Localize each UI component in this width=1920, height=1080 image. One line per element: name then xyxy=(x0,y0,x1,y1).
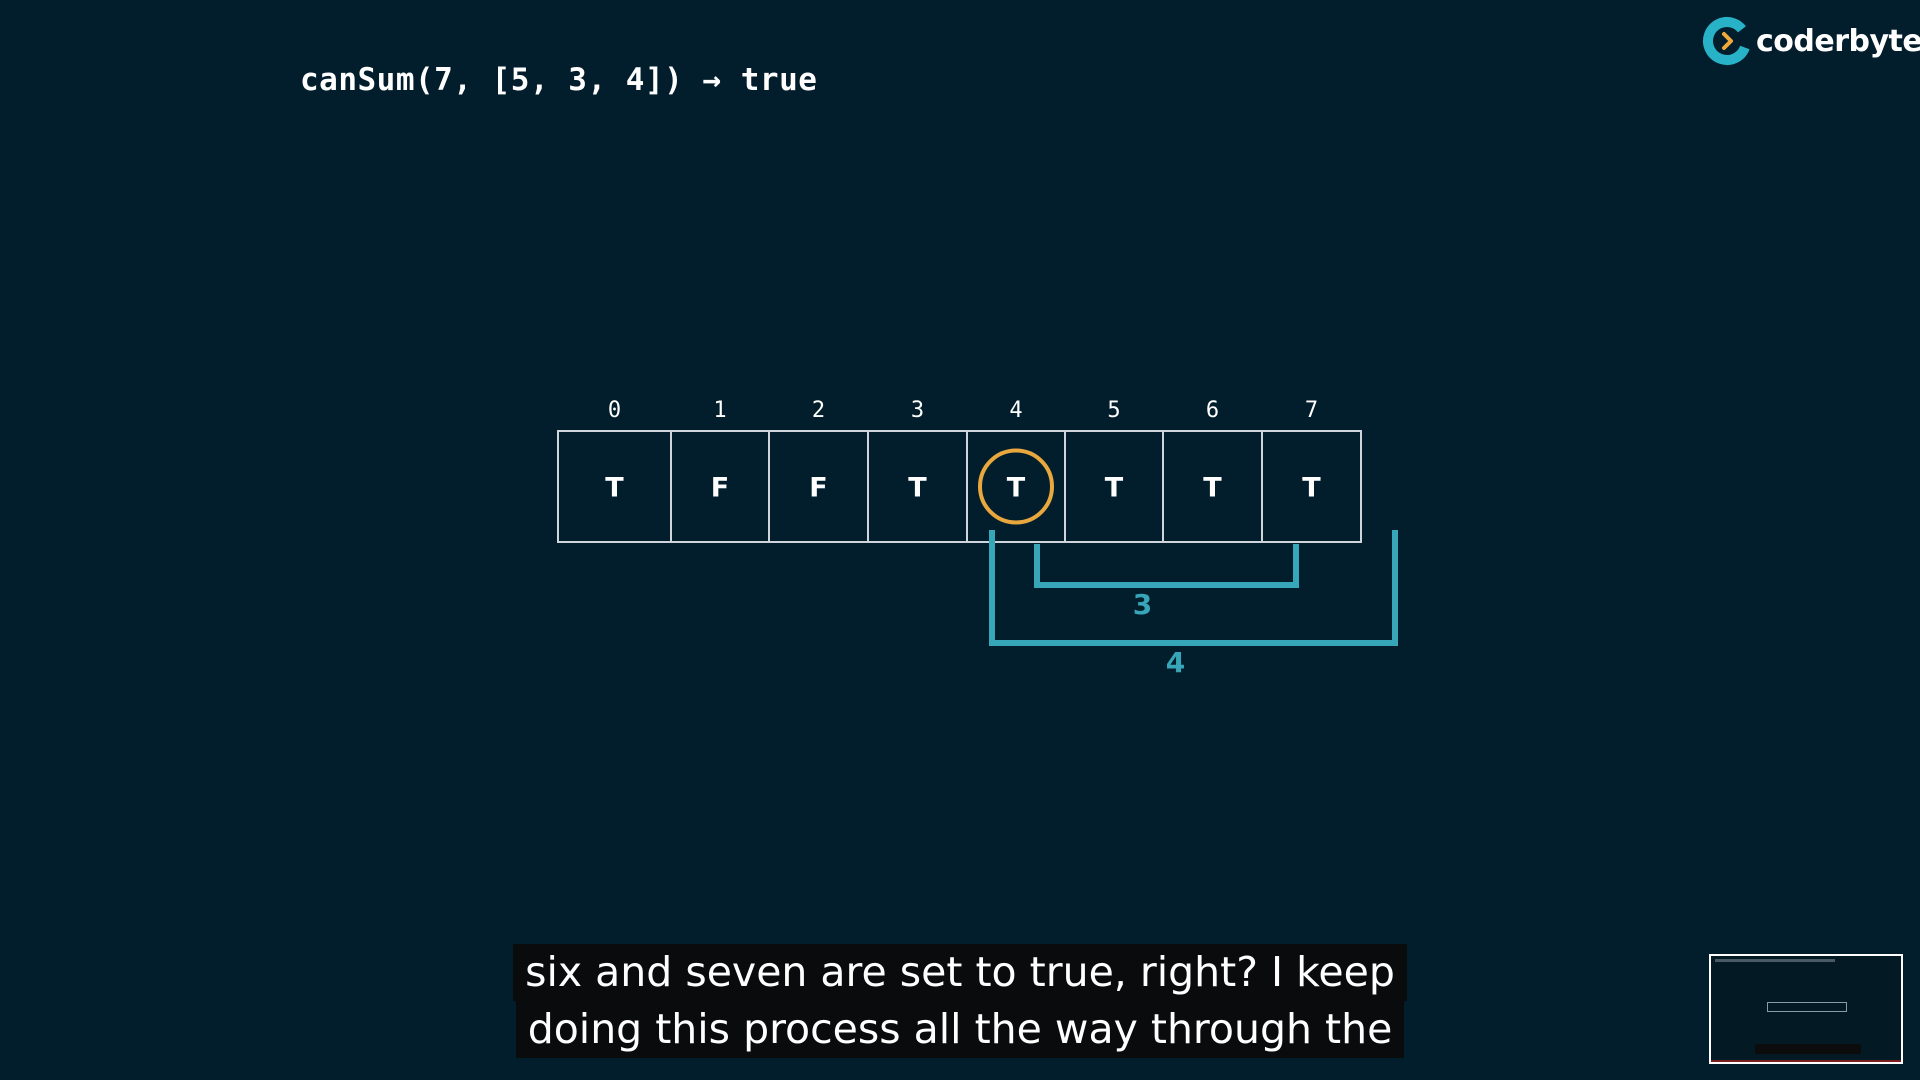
highlight-circle xyxy=(978,448,1054,525)
index-label: 7 xyxy=(1305,398,1318,423)
subtitle-line-2: doing this process all the way through t… xyxy=(515,1001,1405,1058)
range-brackets: 34 xyxy=(989,530,1398,679)
table-cell xyxy=(1261,430,1362,543)
cell-value: T xyxy=(1007,473,1026,504)
coderbyte-logo[interactable]: coderbyte xyxy=(1702,14,1920,68)
index-label: 0 xyxy=(608,398,621,423)
range-bracket xyxy=(1034,544,1299,588)
index-label: 6 xyxy=(1206,398,1219,423)
index-label: 2 xyxy=(812,398,825,423)
cell-value: F xyxy=(809,473,827,504)
thumbnail-progress xyxy=(1711,1060,1901,1062)
coderbyte-logo-icon xyxy=(1703,17,1751,65)
thumbnail-subtitle xyxy=(1755,1044,1861,1054)
index-label: 3 xyxy=(911,398,924,423)
index-row: 0 1 2 3 4 5 6 7 xyxy=(608,398,1318,423)
index-label: 1 xyxy=(713,398,726,423)
range-bracket xyxy=(989,530,1398,646)
cell-value: T xyxy=(1302,473,1321,504)
cell-value: T xyxy=(1203,473,1222,504)
index-label: 4 xyxy=(1009,398,1022,423)
bracket-label: 3 xyxy=(1133,588,1152,621)
cell-value: T xyxy=(908,473,927,504)
cell-value: F xyxy=(711,473,729,504)
video-preview-thumbnail[interactable] xyxy=(1709,954,1903,1064)
bracket-label: 4 xyxy=(1166,646,1185,679)
subtitle-line-1: six and seven are set to true, right? I … xyxy=(513,944,1407,1001)
cell-value: T xyxy=(605,473,624,504)
cell-value: T xyxy=(1105,473,1124,504)
thumbnail-table xyxy=(1767,1002,1847,1012)
subtitles: six and seven are set to true, right? I … xyxy=(0,944,1920,1058)
index-label: 5 xyxy=(1107,398,1120,423)
logo-text: coderbyte xyxy=(1756,23,1920,59)
code-title: canSum(7, [5, 3, 4]) → true xyxy=(300,62,818,98)
thumbnail-title-bar xyxy=(1715,959,1835,962)
